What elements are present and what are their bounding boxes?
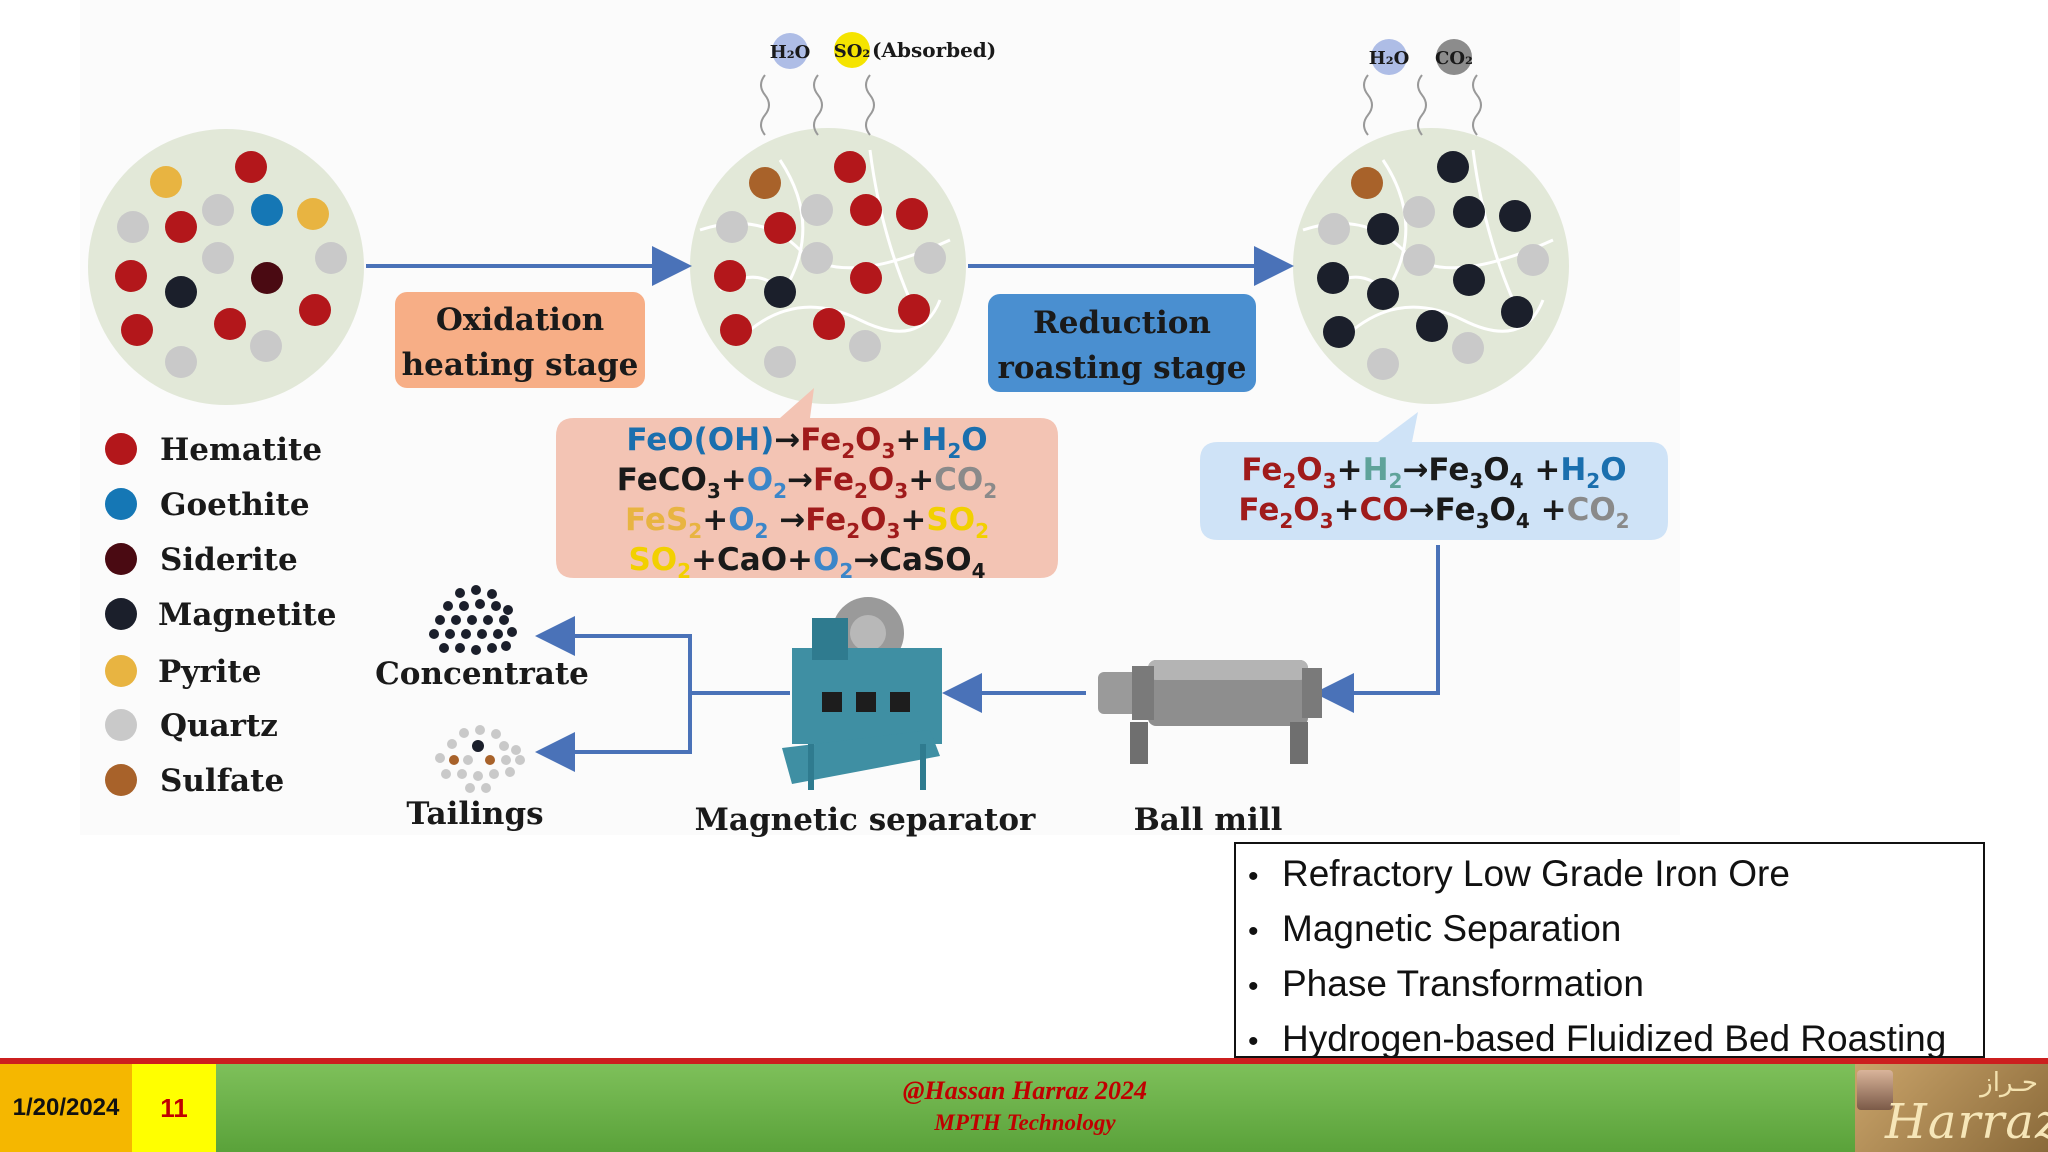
- eq-red-2: Fe2O3+CO→Fe3O4 +CO2: [1238, 492, 1629, 533]
- magnetic-separator-icon: [782, 597, 942, 790]
- keyword-text: Hydrogen-based Fluidized Bed Roasting: [1282, 1018, 1947, 1059]
- magnetic-separator-label: Magnetic separator: [695, 802, 1036, 838]
- legend-pyrite: Pyrite: [158, 654, 261, 690]
- eq-ox-4: SO2+CaO+O2→CaSO4: [628, 542, 985, 583]
- tailings-pile: [435, 725, 525, 793]
- logo-arabic-text: حـراز: [1980, 1068, 2038, 1098]
- eq-ox-1: FeO(OH)→Fe2O3+H2O: [626, 422, 987, 463]
- eq-ox-3: FeS2+O2 →Fe2O3+SO2: [625, 502, 989, 543]
- keywords-list: •Refractory Low Grade Iron Ore •Magnetic…: [1248, 848, 1983, 1068]
- keyword-item: •Refractory Low Grade Iron Ore: [1248, 853, 1790, 894]
- footer-date: 1/20/2024: [0, 1064, 132, 1152]
- keyword-text: Phase Transformation: [1282, 963, 1644, 1004]
- logo-latin-text: Harraz: [1885, 1094, 2048, 1150]
- gas-co2: CO₂: [1435, 48, 1473, 69]
- footer-divider: [0, 1058, 2048, 1064]
- keyword-item: •Hydrogen-based Fluidized Bed Roasting: [1248, 1018, 1947, 1059]
- gas-h2o-2: H₂O: [1369, 48, 1410, 69]
- footer-subtitle: MPTH Technology: [934, 1110, 1116, 1135]
- oxidation-line2: heating stage: [402, 347, 639, 383]
- legend-hematite: Hematite: [160, 432, 322, 468]
- oxidation-stage-box: Oxidation heating stage: [395, 292, 645, 388]
- keywords-box: •Refractory Low Grade Iron Ore •Magnetic…: [1234, 842, 1985, 1059]
- gas-release-reduction: H₂O CO₂: [1363, 39, 1482, 136]
- slide-footer: 1/20/2024 11 @Hassan Harraz 2024 MPTH Te…: [0, 1058, 2048, 1152]
- keyword-item: •Magnetic Separation: [1248, 908, 1622, 949]
- legend-siderite: Siderite: [160, 542, 298, 578]
- legend-quartz: Quartz: [160, 708, 278, 744]
- ball-mill-icon: [1098, 660, 1322, 764]
- author-photo: [1857, 1070, 1893, 1110]
- oxidation-equations: FeO(OH)→Fe2O3+H2O FeCO3+O2→Fe2O3+CO2 FeS…: [556, 388, 1058, 583]
- legend-goethite: Goethite: [160, 487, 310, 523]
- eq-red-1: Fe2O3+H2→Fe3O4 +H2O: [1241, 452, 1626, 493]
- gas-release-oxidation: H₂O SO₂ (Absorbed): [760, 32, 996, 136]
- arrow-to-concentrate: [535, 616, 790, 695]
- harraz-logo: حـراز Harraz: [1855, 1064, 2048, 1152]
- legend-magnetite: Magnetite: [158, 597, 336, 633]
- ball-mill-label: Ball mill: [1134, 802, 1283, 838]
- keyword-item: •Phase Transformation: [1248, 963, 1644, 1004]
- keyword-text: Magnetic Separation: [1282, 908, 1622, 949]
- tailings-label: Tailings: [406, 796, 543, 832]
- footer-bar: [0, 1064, 2048, 1152]
- gas-so2: SO₂: [834, 41, 871, 62]
- reduction-equations: Fe2O3+H2→Fe3O4 +H2O Fe2O3+CO→Fe3O4 +CO2: [1200, 412, 1668, 540]
- gas-h2o-1: H₂O: [770, 42, 811, 63]
- oxidized-ore-grains: [714, 151, 946, 378]
- keyword-text: Refractory Low Grade Iron Ore: [1282, 853, 1790, 894]
- footer-author: @Hassan Harraz 2024: [902, 1076, 1148, 1105]
- reduction-line1: Reduction: [1033, 305, 1211, 341]
- concentrate-pile: [429, 585, 517, 655]
- concentrate-label: Concentrate: [375, 656, 589, 692]
- reduction-stage-box: Reduction roasting stage: [988, 294, 1256, 392]
- reduced-ore-grains: [1317, 151, 1549, 380]
- raw-ore-grains: [115, 151, 347, 378]
- legend-sulfate: Sulfate: [160, 763, 284, 799]
- arrow-to-tailings: [535, 693, 692, 772]
- reduction-line2: roasting stage: [998, 350, 1247, 386]
- oxidation-line1: Oxidation: [436, 302, 604, 338]
- slide-number: 11: [132, 1064, 216, 1152]
- arrow-to-ball-mill: [1314, 545, 1440, 713]
- gas-absorbed: (Absorbed): [872, 38, 996, 62]
- eq-ox-2: FeCO3+O2→Fe2O3+CO2: [617, 462, 997, 503]
- legend: Hematite Goethite Siderite Magnetite Pyr…: [105, 432, 336, 799]
